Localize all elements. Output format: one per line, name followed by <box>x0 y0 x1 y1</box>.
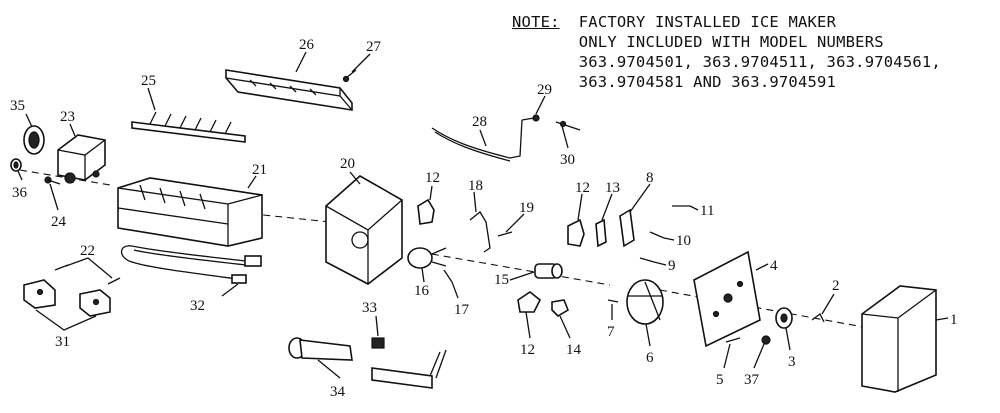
callout-7: 7 <box>607 324 615 340</box>
part-16-motor <box>407 247 447 269</box>
part-15-valve <box>534 263 563 279</box>
callout-32: 32 <box>190 298 205 314</box>
part-31-brackets <box>23 279 111 317</box>
callout-26: 26 <box>299 37 315 53</box>
leader-lines <box>17 51 949 379</box>
note-line-2: ONLY INCLUDED WITH MODEL NUMBERS <box>578 33 884 51</box>
callout-21: 21 <box>252 162 267 178</box>
callout-10: 10 <box>676 233 691 249</box>
callout-20: 20 <box>340 156 355 172</box>
part-17-screw <box>443 269 453 283</box>
part-20-housing <box>325 175 403 285</box>
note-line-4: 363.9704581 AND 363.9704591 <box>578 73 837 91</box>
part-12-c <box>517 291 542 313</box>
note-line-1: FACTORY INSTALLED ICE MAKER <box>578 13 837 31</box>
part-12-b <box>567 218 585 247</box>
note-label: NOTE: <box>512 13 560 31</box>
callout-8: 8 <box>646 170 654 186</box>
part-19-screw <box>497 231 513 237</box>
part-37-nut <box>761 335 771 345</box>
part-8-switch <box>619 208 635 248</box>
callout-5: 5 <box>716 372 724 388</box>
callout-33: 33 <box>362 300 377 316</box>
wire-harness <box>371 349 447 389</box>
callout-9: 9 <box>668 258 676 274</box>
callout-18: 18 <box>468 178 483 194</box>
part-27-screw <box>342 69 357 83</box>
callout-25: 25 <box>141 73 156 89</box>
part-24-screw <box>44 176 61 185</box>
callout-19: 19 <box>519 200 534 216</box>
callout-2: 2 <box>832 278 840 294</box>
callout-23: 23 <box>60 109 75 125</box>
part-29-arm <box>521 114 540 122</box>
part-3-knob <box>775 307 793 329</box>
callout-27: 27 <box>366 39 382 55</box>
callout-6: 6 <box>646 350 654 366</box>
part-36-washer <box>10 158 22 172</box>
callout-24: 24 <box>51 214 67 230</box>
callout-29: 29 <box>537 82 552 98</box>
part-6-cam <box>626 279 664 325</box>
part-2-clip <box>811 313 825 323</box>
callout-11: 11 <box>700 203 714 219</box>
assembly-axis-line-2 <box>19 169 111 186</box>
part-14-clip <box>551 299 569 318</box>
part-32-heater <box>120 245 262 284</box>
part-12-a <box>417 198 435 225</box>
part-35-ring <box>23 125 45 155</box>
part-5-screw <box>725 337 741 343</box>
part-21-mold <box>117 177 263 247</box>
callout-12-b: 12 <box>575 180 590 196</box>
note-line-3: 363.9704501, 363.9704511, 363.9704561, <box>578 53 941 71</box>
part-13-clip <box>595 218 607 248</box>
part-4-plate <box>693 250 761 348</box>
part-22-screws <box>54 264 121 285</box>
callout-12-c: 12 <box>520 342 535 358</box>
part-28-lever <box>431 119 523 162</box>
callout-13: 13 <box>605 180 620 196</box>
part-34-fill-tube <box>288 337 353 361</box>
callout-16: 16 <box>414 283 430 299</box>
callout-31: 31 <box>55 334 70 350</box>
part-9-screw <box>639 257 655 263</box>
part-25-ejector <box>131 111 246 143</box>
callout-17: 17 <box>454 302 470 318</box>
part-26-stripper <box>225 69 353 111</box>
callout-12-a: 12 <box>425 170 440 186</box>
callout-37: 37 <box>744 372 760 388</box>
part-7-screw <box>607 299 619 303</box>
factory-note: NOTE: FACTORY INSTALLED ICE MAKER ONLY I… <box>512 12 941 92</box>
callout-35: 35 <box>10 98 25 114</box>
callout-34: 34 <box>330 384 346 400</box>
callout-22: 22 <box>80 243 95 259</box>
callout-1: 1 <box>950 312 958 328</box>
callout-4: 4 <box>770 258 778 274</box>
callout-28: 28 <box>472 114 487 130</box>
part-23-block <box>57 134 106 184</box>
part-10-screw <box>649 231 665 239</box>
part-30-screw <box>555 120 581 131</box>
part-18-bracket <box>469 211 491 253</box>
callout-14: 14 <box>566 342 582 358</box>
callout-15: 15 <box>494 272 509 288</box>
callout-36: 36 <box>12 185 28 201</box>
callout-30: 30 <box>560 152 575 168</box>
callout-3: 3 <box>788 354 796 370</box>
part-1-cover <box>861 285 937 393</box>
part-33-connector <box>371 337 385 349</box>
